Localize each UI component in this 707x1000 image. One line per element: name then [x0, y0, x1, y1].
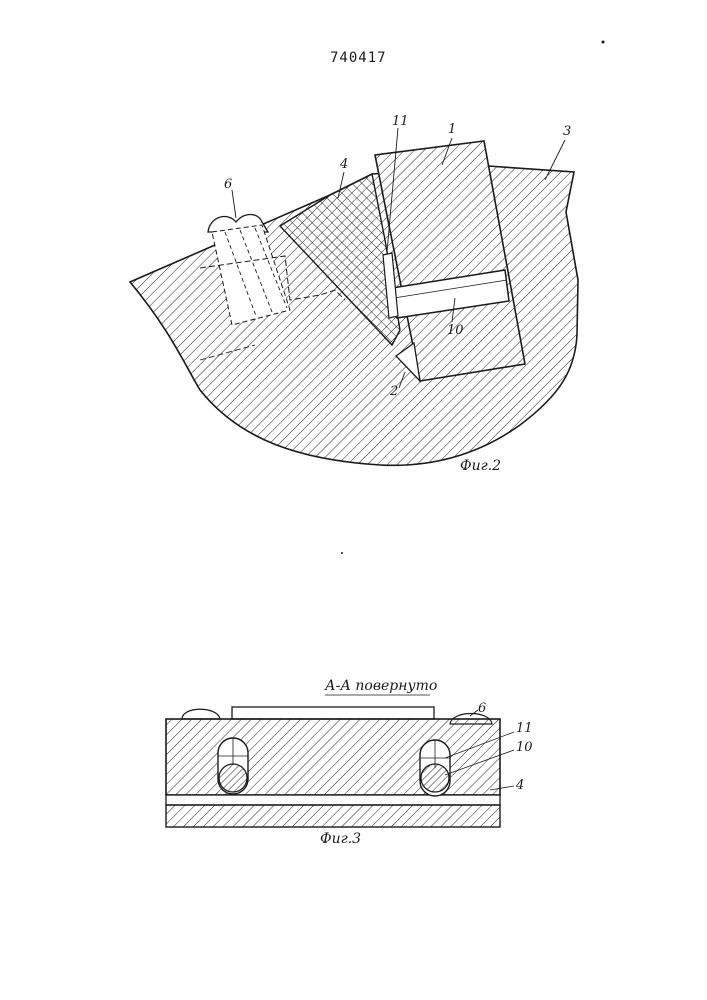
label-fig3-part-10: 10 — [516, 740, 533, 755]
slot-right — [420, 740, 450, 796]
speck — [602, 41, 605, 44]
caption-fig-2: Фиг.2 — [460, 458, 501, 474]
label-part-2: 2 — [389, 384, 398, 399]
figure-2: 1 3 4 6 11 10 2 Фиг.2 — [130, 114, 578, 474]
label-part-1: 1 — [448, 122, 456, 137]
base-plate — [166, 805, 500, 827]
slot-left — [218, 738, 248, 794]
label-fig3-part-11: 11 — [516, 721, 533, 736]
top-strip — [232, 707, 434, 719]
label-part-4: 4 — [339, 157, 348, 172]
label-part-10: 10 — [447, 323, 464, 338]
label-part-3: 3 — [563, 124, 571, 139]
label-part-11: 11 — [392, 114, 409, 129]
label-fig3-part-6: 6 — [478, 701, 486, 716]
speck — [341, 552, 343, 554]
screw-head-left — [182, 709, 220, 719]
label-fig3-part-4: 4 — [515, 778, 524, 793]
label-part-6: 6 — [224, 177, 232, 192]
figure-3: А-А повернуто — [166, 678, 533, 847]
caption-fig-3: Фиг.3 — [320, 831, 361, 847]
bottom-strip — [166, 795, 500, 805]
section-title: А-А повернуто — [324, 678, 437, 694]
